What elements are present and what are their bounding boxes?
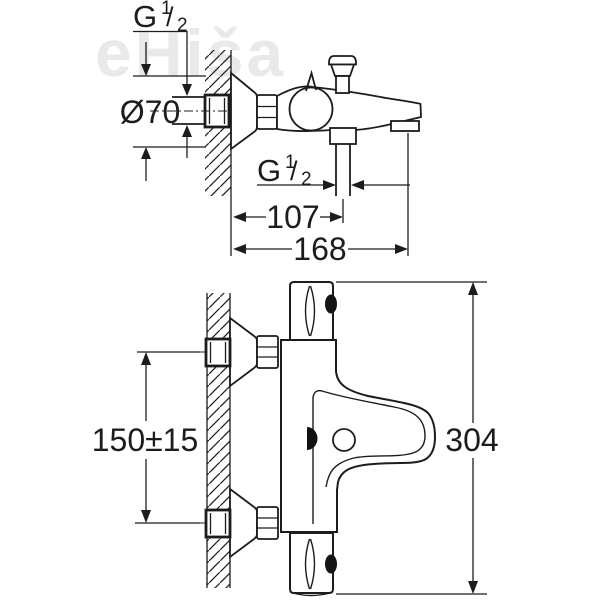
g-half-shower-den: 2: [301, 169, 312, 190]
label-150-15: 150±15: [92, 422, 199, 458]
upper-escutcheon: [229, 316, 258, 388]
lower-escutcheon: [229, 487, 258, 559]
temperature-handle: [289, 281, 334, 341]
upper-wall-hex-nut: [204, 337, 232, 368]
g-half-wall-slash: /: [166, 2, 174, 32]
diverter-dome: [288, 86, 334, 132]
arrowhead: [395, 244, 408, 254]
lower-union-nut: [256, 506, 279, 540]
upper-union-nut: [256, 335, 279, 369]
arrowhead: [468, 581, 478, 594]
handle-safety-button: [325, 554, 337, 574]
dim-inlet-spacing: 150±15: [92, 352, 199, 523]
arrowhead: [141, 147, 151, 159]
label-304: 304: [445, 422, 498, 458]
dim-wall-to-shower: 107: [233, 199, 344, 235]
handle-bottom-cap: [292, 592, 331, 597]
g-half-wall-G: G: [133, 0, 157, 34]
front-view: [135, 281, 437, 597]
arrowhead: [182, 84, 192, 96]
g-half-shower-num: 1: [285, 152, 296, 173]
arrowhead: [330, 212, 343, 222]
handle-safety-button: [325, 294, 337, 314]
top-view: [150, 50, 422, 256]
dim-overall-height: 304: [336, 281, 499, 595]
arrowhead: [468, 282, 478, 295]
front-view-dimensions: 150±15 304: [92, 281, 499, 595]
arrowhead: [141, 64, 151, 76]
label-escutcheon-diameter: Ø70: [120, 94, 180, 130]
union-nut: [256, 94, 278, 130]
top-view-dimensions: G 1 / 2 Ø70 G 1 / 2: [120, 0, 410, 267]
aerator: [390, 120, 420, 132]
handle-groove: [309, 538, 316, 590]
pull-knob-flare: [329, 63, 356, 77]
watermark-text: eHiša: [95, 16, 286, 90]
dim-wall-to-spout: 168: [233, 133, 409, 267]
pull-knob-cap: [328, 55, 357, 66]
arrowhead: [182, 125, 192, 137]
handle-groove: [309, 285, 316, 337]
eco-wedge-mark: [307, 427, 318, 450]
leader-line: [133, 30, 188, 85]
g-half-shower-slash: /: [290, 156, 298, 186]
diverter-lever: [305, 69, 317, 92]
label-168: 168: [293, 231, 346, 267]
dim-escutcheon-diameter: Ø70: [120, 42, 206, 181]
dim-g-half-shower: G 1 / 2: [257, 152, 410, 190]
pull-knob-stem: [335, 75, 350, 94]
label-107: 107: [266, 199, 319, 235]
lower-wall-hex-nut: [204, 508, 232, 539]
arrowhead: [141, 352, 151, 365]
wall-hatch-front-view: [207, 293, 230, 588]
arrowhead: [323, 180, 336, 190]
handle-groove: [304, 285, 311, 337]
mixer-body: [280, 339, 437, 533]
g-half-wall-den: 2: [177, 15, 188, 36]
diverter-button: [332, 428, 356, 452]
g-half-shower-G: G: [257, 153, 281, 188]
arrowhead: [141, 510, 151, 523]
body-contour-line: [312, 389, 426, 524]
shower-collar: [329, 127, 357, 145]
g-half-wall-num: 1: [161, 0, 172, 19]
arrowhead: [351, 180, 364, 190]
handle-groove: [304, 538, 311, 590]
dim-g-half-wall: G 1 / 2: [133, 0, 192, 158]
arrowhead: [233, 212, 246, 222]
arrowhead: [233, 244, 246, 254]
